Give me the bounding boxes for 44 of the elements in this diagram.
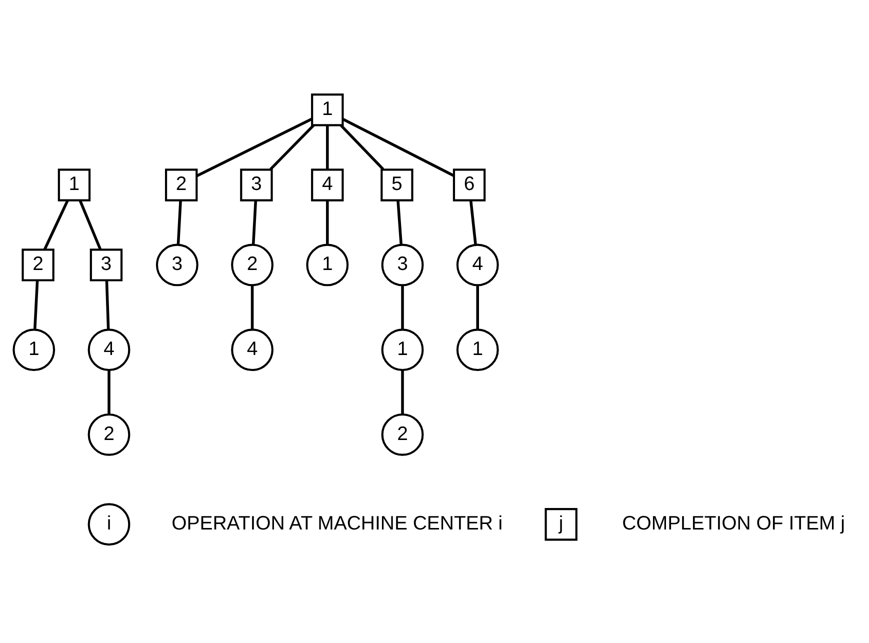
node-box: 2 [164, 168, 198, 201]
node-circle: 2 [231, 243, 274, 286]
node-circle: i [88, 502, 130, 546]
node-box: 6 [452, 168, 486, 201]
connector [326, 200, 329, 244]
connector [401, 370, 404, 414]
connector [78, 200, 102, 250]
node-box: 3 [240, 168, 273, 201]
node-box: 5 [380, 168, 414, 201]
node-box: 1 [311, 93, 344, 126]
connector [326, 124, 329, 169]
connector [43, 199, 69, 250]
node-box: 4 [311, 168, 344, 201]
node-box: 1 [58, 168, 91, 201]
connector [176, 200, 182, 244]
connector [476, 284, 479, 329]
node-circle: 1 [306, 243, 349, 286]
connector [401, 284, 404, 329]
node-box: 2 [22, 248, 54, 281]
node-circle: 3 [156, 243, 198, 286]
connector [469, 200, 477, 244]
connector [252, 200, 258, 244]
connector [250, 284, 254, 329]
node-circle: 4 [456, 243, 499, 286]
connector [33, 280, 39, 330]
node-circle: 4 [231, 328, 274, 371]
node-box: 3 [90, 248, 123, 281]
connector [108, 370, 110, 414]
node-circle: 1 [12, 328, 56, 371]
node-box: j [544, 508, 578, 540]
connector [270, 124, 315, 170]
node-circle: 1 [456, 328, 499, 371]
node-circle: 1 [381, 328, 424, 371]
node-circle: 4 [88, 328, 130, 371]
connector [342, 118, 455, 176]
node-circle: 2 [381, 412, 424, 456]
connector [340, 124, 384, 170]
connector [105, 280, 110, 330]
node-circle: 2 [88, 412, 130, 456]
connector [196, 117, 312, 177]
node-label: COMPLETION OF ITEM j [622, 512, 845, 534]
node-circle: 3 [381, 243, 424, 286]
connector [396, 200, 403, 244]
node-label: OPERATION AT MACHINE CENTER i [172, 512, 503, 534]
